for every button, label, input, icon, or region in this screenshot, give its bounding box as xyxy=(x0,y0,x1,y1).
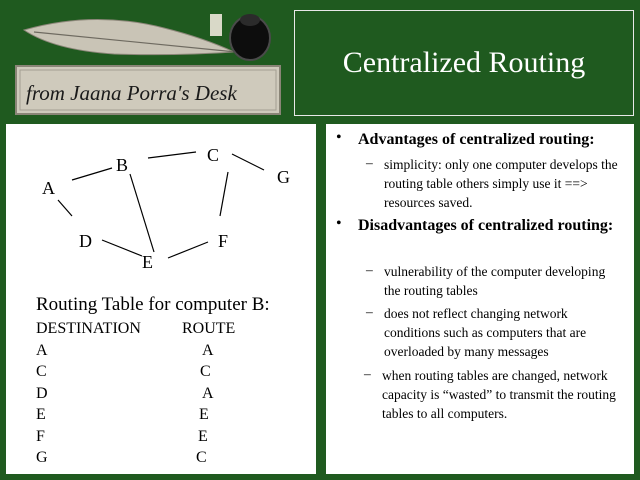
route-cell: A xyxy=(202,384,214,402)
bullet-marker: • xyxy=(336,215,342,232)
destination-cell: C xyxy=(36,363,47,380)
dash-marker: – xyxy=(366,304,373,319)
node-e: E xyxy=(142,252,153,272)
disadvantages-heading: Disadvantages of centralized routing: xyxy=(358,217,614,234)
logo-text: from Jaana Porra's Desk xyxy=(26,81,237,105)
logo-image: from Jaana Porra's Desk xyxy=(14,8,282,116)
dash-marker: – xyxy=(366,155,373,170)
title-box: Centralized Routing xyxy=(294,10,634,116)
node-a: A xyxy=(42,178,55,198)
edge-c-g xyxy=(231,153,265,171)
edge-a-d xyxy=(57,199,73,217)
node-g: G xyxy=(277,167,290,187)
route-header: ROUTE xyxy=(182,320,236,337)
node-d: D xyxy=(79,231,92,251)
edge-b-c xyxy=(147,151,197,159)
sub-bullet-text: when routing tables are changed, network… xyxy=(382,368,616,421)
routing-table-title: Routing Table for computer B: xyxy=(36,294,270,315)
bullet-panel: • Advantages of centralized routing: – s… xyxy=(326,124,634,474)
edge-b-e xyxy=(129,173,155,253)
node-f: F xyxy=(218,231,228,251)
edge-d-e xyxy=(101,239,143,257)
slide-title: Centralized Routing xyxy=(342,46,586,79)
dash-marker: – xyxy=(366,262,373,277)
destination-cell: A xyxy=(36,341,48,359)
sub-bullet-text: simplicity: only one computer develops t… xyxy=(384,157,618,210)
table-row: E E xyxy=(36,404,282,426)
routing-table-header: DESTINATION ROUTE xyxy=(36,318,282,340)
route-cell: E xyxy=(199,406,209,423)
destination-cell: G xyxy=(36,449,48,466)
edge-a-b xyxy=(71,167,113,181)
table-row: D A xyxy=(36,383,282,405)
route-cell: C xyxy=(196,449,207,466)
table-row: A A xyxy=(36,340,282,362)
node-c: C xyxy=(207,145,219,165)
network-graph: A B C G D E F xyxy=(42,145,290,272)
route-cell: A xyxy=(202,341,214,359)
destination-cell: D xyxy=(36,384,48,402)
table-row: C C xyxy=(36,361,282,383)
table-row: G C xyxy=(36,447,282,469)
bullet-marker: • xyxy=(336,129,342,146)
dash-marker: – xyxy=(364,366,371,381)
node-b: B xyxy=(116,155,128,175)
sub-bullet-text: vulnerability of the computer developing… xyxy=(384,264,606,298)
edge-c-f xyxy=(219,171,229,217)
destination-cell: E xyxy=(36,406,46,423)
route-cell: E xyxy=(198,427,208,445)
table-row: F E xyxy=(36,426,282,448)
route-cell: C xyxy=(200,363,211,380)
advantages-heading: Advantages of centralized routing: xyxy=(358,131,595,148)
destination-cell: F xyxy=(36,427,45,445)
edge-e-f xyxy=(167,241,209,259)
routing-table: DESTINATION ROUTE A A C C D A E E F E G … xyxy=(36,318,282,469)
destination-header: DESTINATION xyxy=(36,320,141,337)
diagram-panel: A B C G D E F Routing Table for computer… xyxy=(6,124,316,474)
sub-bullet-text: does not reflect changing network condit… xyxy=(384,306,587,359)
